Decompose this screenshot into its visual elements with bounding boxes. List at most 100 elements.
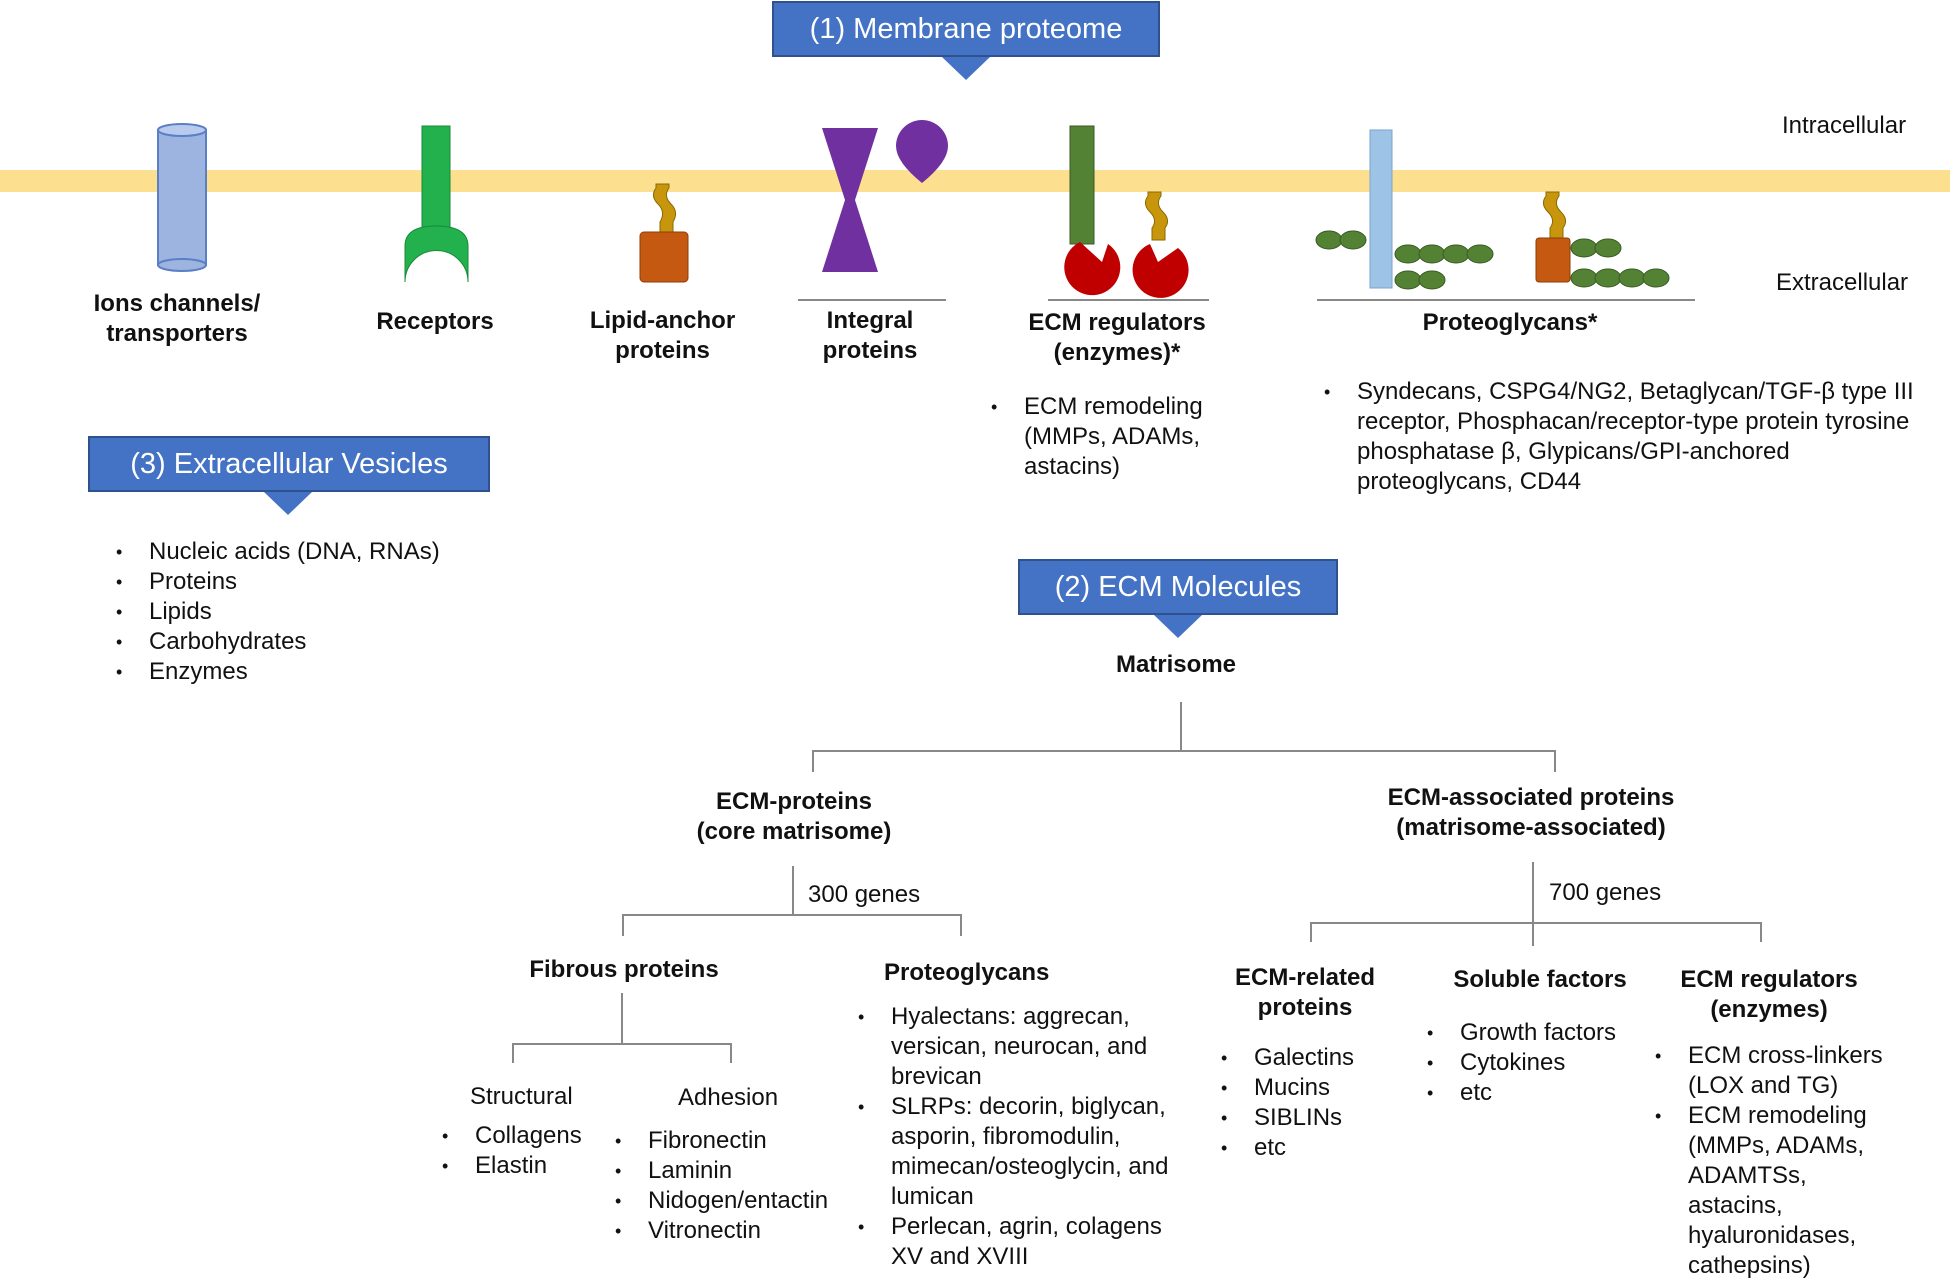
ecm-regulators-label: ECM regulators (enzymes)* <box>1010 308 1224 368</box>
adhesion-list: Fibronectin Laminin Nidogen/entactin Vit… <box>615 1126 845 1246</box>
list-item: Laminin <box>615 1156 845 1186</box>
tree-connector <box>960 914 962 936</box>
adhesion-label: Adhesion <box>678 1084 779 1111</box>
list-item: Carbohydrates <box>116 627 516 657</box>
assoc-regulators-line2: (enzymes) <box>1710 996 1828 1023</box>
ecmreg-label-line1: ECM regulators <box>1028 309 1206 336</box>
tree-connector <box>1310 922 1312 942</box>
list-item: Hyalectans: aggrecan, versican, neurocan… <box>858 1002 1198 1092</box>
fibrous-proteins-label: Fibrous proteins <box>529 956 719 983</box>
ion-channel-icon <box>157 123 207 272</box>
core-genes-label: 300 genes <box>808 881 921 908</box>
list-item: Syndecans, CSPG4/NG2, Betaglycan/TGF-β t… <box>1324 377 1924 497</box>
list-item: Collagens <box>442 1121 602 1151</box>
proteoglycans-rule <box>1317 299 1695 301</box>
structural-label: Structural <box>470 1083 573 1110</box>
proteoglycans-list: Syndecans, CSPG4/NG2, Betaglycan/TGF-β t… <box>1324 377 1924 497</box>
tree-connector <box>792 866 794 914</box>
ecm-regulators-list: ECM remodeling (MMPs, ADAMs, astacins) <box>991 392 1241 482</box>
integral-protein-icon <box>822 120 948 272</box>
integral-rule <box>798 299 946 301</box>
core-label-line2: (core matrisome) <box>696 818 892 845</box>
ecm-related-line1: ECM-related <box>1234 964 1376 991</box>
ions-label-line1: Ions channels/ <box>93 290 261 317</box>
proteoglycans-label: Proteoglycans* <box>1422 309 1598 336</box>
tree-connector <box>812 750 814 772</box>
core-proteoglycans-label: Proteoglycans <box>884 959 1050 986</box>
list-item: Proteins <box>116 567 516 597</box>
structural-list: Collagens Elastin <box>442 1121 602 1181</box>
core-matrisome-label: ECM-proteins (core matrisome) <box>664 787 924 847</box>
ions-label-line2: transporters <box>106 320 248 347</box>
lipid-anchor-label: Lipid-anchor proteins <box>570 306 755 366</box>
core-proteoglycans-list: Hyalectans: aggrecan, versican, neurocan… <box>858 1002 1198 1272</box>
list-item: Cytokines <box>1427 1048 1637 1078</box>
ecm-regulator-icon <box>1064 125 1189 298</box>
tree-connector <box>622 914 962 916</box>
lipid-anchor-icon <box>639 183 689 283</box>
ecm-molecules-title: (2) ECM Molecules <box>1054 570 1302 603</box>
tree-connector <box>512 1043 732 1045</box>
list-item: Mucins <box>1221 1073 1381 1103</box>
assoc-label-line1: ECM-associated proteins <box>1387 784 1675 811</box>
list-item: Nucleic acids (DNA, RNAs) <box>116 537 516 567</box>
list-item: Lipids <box>116 597 516 627</box>
assoc-label-line2: (matrisome-associated) <box>1396 814 1666 841</box>
list-item: Perlecan, agrin, colagens XV and XVIII <box>858 1212 1198 1272</box>
list-item: SIBLINs <box>1221 1103 1381 1133</box>
list-item: Nidogen/entactin <box>615 1186 845 1216</box>
list-item: Fibronectin <box>615 1126 845 1156</box>
tree-connector <box>1532 862 1534 946</box>
tree-connector <box>730 1043 732 1063</box>
membrane-proteome-title: (1) Membrane proteome <box>809 12 1123 45</box>
ev-content-list: Nucleic acids (DNA, RNAs) Proteins Lipid… <box>116 537 516 687</box>
list-item: Galectins <box>1221 1043 1381 1073</box>
extracellular-label: Extracellular <box>1776 269 1909 296</box>
tree-connector <box>622 914 624 936</box>
soluble-factors-label: Soluble factors <box>1453 966 1627 993</box>
lipid-label-line1: Lipid-anchor <box>589 307 736 334</box>
lipid-membrane <box>0 170 1950 192</box>
intracellular-label: Intracellular <box>1782 112 1907 139</box>
soluble-factors-list: Growth factors Cytokines etc <box>1427 1018 1637 1108</box>
ev-arrow <box>264 492 312 515</box>
list-item: SLRPs: decorin, biglycan, asporin, fibro… <box>858 1092 1198 1212</box>
lipid-label-line2: proteins <box>615 337 710 364</box>
receptor-icon <box>404 125 469 283</box>
integral-label: Integral proteins <box>790 306 950 366</box>
assoc-regulators-label: ECM regulators (enzymes) <box>1661 965 1877 1025</box>
list-item: etc <box>1221 1133 1381 1163</box>
tree-connector <box>512 1043 514 1063</box>
tree-connector <box>812 750 1556 752</box>
ev-box: (3) Extracellular Vesicles <box>88 436 490 492</box>
integral-label-line2: proteins <box>822 337 918 364</box>
ecm-regulators-rule <box>1048 299 1209 301</box>
list-item: Enzymes <box>116 657 516 687</box>
list-item: ECM remodeling (MMPs, ADAMs, astacins) <box>991 392 1241 482</box>
tree-connector <box>1760 922 1762 942</box>
ecm-related-line2: proteins <box>1257 994 1353 1021</box>
assoc-regulators-line1: ECM regulators <box>1680 966 1858 993</box>
list-item: ECM remodeling (MMPs, ADAMs, ADAMTSs, as… <box>1655 1101 1905 1281</box>
core-label-line1: ECM-proteins <box>716 788 872 815</box>
tree-connector <box>1310 922 1762 924</box>
membrane-proteome-arrow <box>942 57 990 80</box>
tree-connector <box>1554 750 1556 772</box>
assoc-genes-label: 700 genes <box>1549 879 1662 906</box>
list-item: Growth factors <box>1427 1018 1637 1048</box>
ecm-molecules-arrow <box>1154 615 1202 638</box>
matrisome-title: Matrisome <box>1115 651 1237 678</box>
matrisome-associated-label: ECM-associated proteins (matrisome-assoc… <box>1356 783 1706 843</box>
ecmreg-label-line2: (enzymes)* <box>1053 339 1181 366</box>
ecm-related-list: Galectins Mucins SIBLINs etc <box>1221 1043 1381 1163</box>
list-item: etc <box>1427 1078 1637 1108</box>
ecm-related-label: ECM-related proteins <box>1215 963 1395 1023</box>
list-item: Elastin <box>442 1151 602 1181</box>
ecm-molecules-box: (2) ECM Molecules <box>1018 559 1338 615</box>
tree-connector <box>1180 702 1182 750</box>
tree-connector <box>621 993 623 1043</box>
ev-title: (3) Extracellular Vesicles <box>130 447 448 480</box>
ions-channels-label: Ions channels/ transporters <box>72 289 282 349</box>
assoc-regulators-list: ECM cross-linkers (LOX and TG) ECM remod… <box>1655 1041 1905 1281</box>
